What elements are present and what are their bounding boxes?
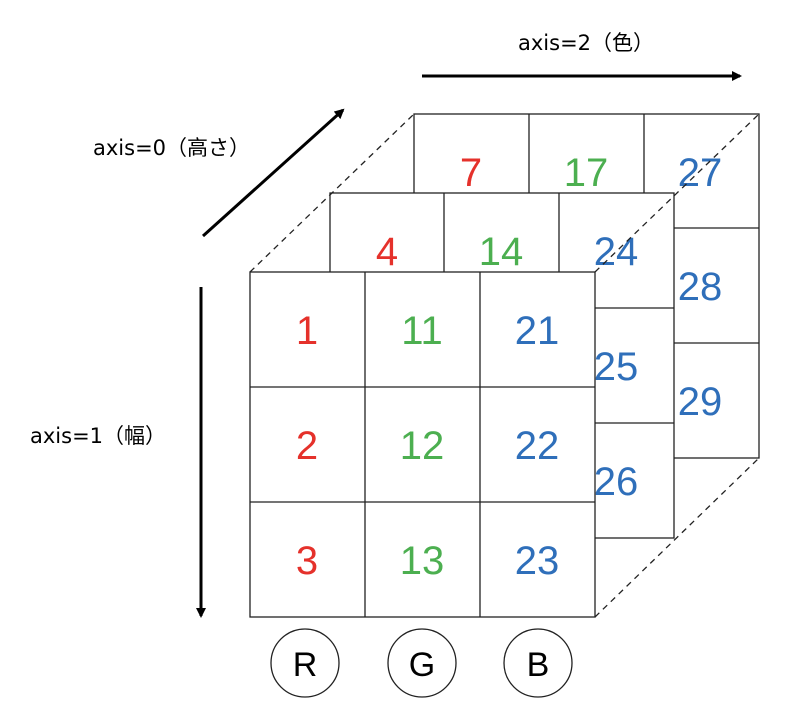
cell-value: 22	[515, 424, 560, 468]
perspective-edges	[249, 113, 760, 618]
channel-g-label: G	[409, 646, 435, 684]
channel-b-circle	[503, 628, 573, 698]
cell-value: 28	[678, 265, 723, 309]
cell-value: 27	[678, 151, 723, 195]
channel-b-label: B	[527, 646, 550, 684]
cell-value: 26	[594, 460, 639, 504]
cell-value: 17	[564, 151, 609, 195]
cell-value: 25	[594, 345, 639, 389]
cell-value: 23	[515, 539, 560, 583]
cell-value: 14	[479, 230, 524, 274]
channel-g: G	[387, 628, 457, 698]
channel-g-circle	[387, 628, 457, 698]
cell-value: 11	[401, 309, 443, 353]
channel-labels: R G B	[270, 628, 573, 698]
cell-value: 4	[376, 230, 398, 274]
cell-value: 3	[296, 539, 318, 583]
channel-r-circle	[270, 628, 340, 698]
cell-value: 2	[296, 424, 318, 468]
cell-value: 7	[460, 151, 482, 195]
cell-value: 29	[678, 380, 723, 424]
edge-top-left	[249, 113, 415, 273]
front-layer-background	[249, 271, 596, 618]
layer-front: 1 2 3 11 12 13 21 22 23	[249, 271, 596, 618]
axis2-label: axis=2（色）	[518, 31, 654, 55]
channel-r-label: R	[293, 646, 318, 684]
channel-r: R	[270, 628, 340, 698]
axis1-label: axis=1（幅）	[30, 424, 166, 448]
cell-value: 13	[400, 539, 445, 583]
cell-value: 24	[594, 230, 639, 274]
edge-top-right	[594, 113, 760, 273]
cell-value: 1	[296, 309, 318, 353]
channel-b: B	[503, 628, 573, 698]
edge-bottom-right	[594, 457, 760, 618]
axis0-label: axis=0（高さ）	[93, 136, 250, 160]
axis0-arrow	[201, 108, 345, 238]
cell-value: 21	[515, 309, 560, 353]
cell-value: 12	[400, 424, 445, 468]
